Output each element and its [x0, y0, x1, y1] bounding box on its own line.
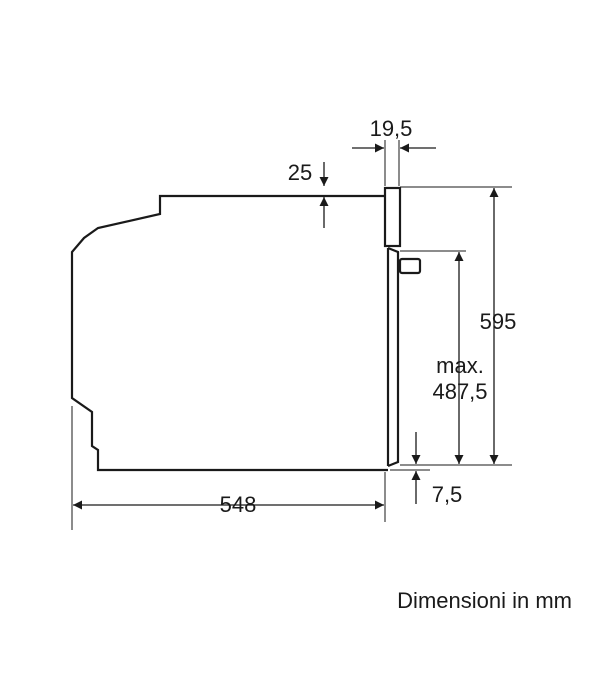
dim-label-depth: 548: [220, 492, 257, 517]
dim-label-height: 595: [480, 309, 517, 334]
caption: Dimensioni in mm: [397, 588, 572, 613]
door-panel: [386, 246, 400, 468]
dim-label-door-thickness: 19,5: [370, 116, 413, 141]
oven-body-outline: [70, 194, 388, 472]
control-panel: [383, 186, 402, 248]
control-knob: [398, 257, 422, 275]
dim-label-top-offset: 25: [288, 160, 312, 185]
dim-label-max: max.: [436, 353, 484, 378]
dim-label-bottom-offset: 7,5: [432, 482, 463, 507]
dim-label-max-value: 487,5: [432, 379, 487, 404]
